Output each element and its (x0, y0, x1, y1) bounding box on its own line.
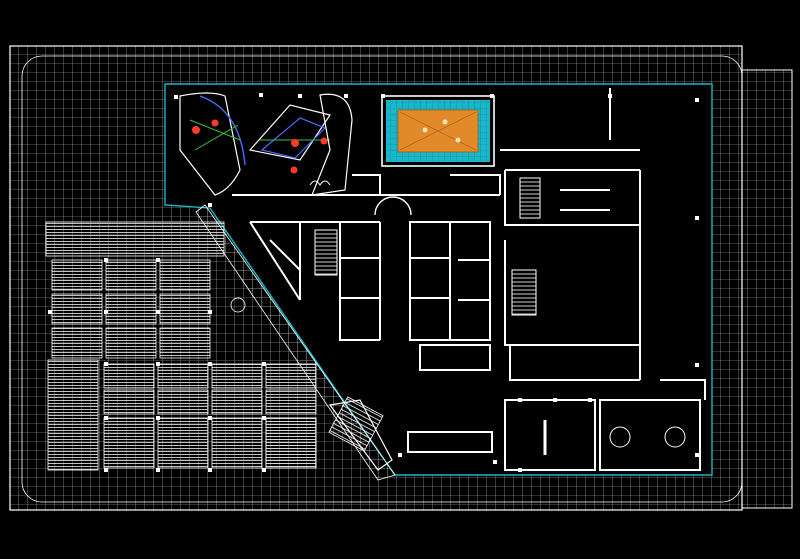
parking-bay (103, 417, 155, 469)
column (208, 362, 212, 366)
column (608, 94, 612, 98)
column (262, 416, 266, 420)
parking-bays (47, 259, 317, 471)
column (490, 94, 494, 98)
column (493, 460, 497, 464)
parking-bay (265, 363, 317, 389)
column (695, 216, 699, 220)
column (298, 94, 302, 98)
parking-bay (211, 389, 263, 415)
fixtures (230, 196, 686, 448)
column (156, 258, 160, 262)
recreation-area (179, 92, 353, 196)
parking-bay (157, 363, 209, 389)
parking-bay (103, 389, 155, 415)
column (381, 94, 385, 98)
column (208, 310, 212, 314)
parking-bay (157, 389, 209, 415)
column (695, 98, 699, 102)
column (208, 203, 212, 207)
column (48, 310, 52, 314)
column (104, 468, 108, 472)
column (156, 468, 160, 472)
parking-bay (47, 359, 99, 471)
parking-bay (157, 417, 209, 469)
column (208, 468, 212, 472)
parking-bay (51, 327, 103, 359)
column (262, 362, 266, 366)
parking-bay (103, 363, 155, 389)
parking-bay (211, 417, 263, 469)
parking-bay (51, 293, 103, 325)
column (695, 363, 699, 367)
column (518, 468, 522, 472)
parking-bay (51, 259, 103, 291)
column (553, 398, 557, 402)
column (344, 94, 348, 98)
parking-bay (159, 327, 211, 359)
column (262, 468, 266, 472)
parking-bay (159, 293, 211, 325)
parking-bay (105, 259, 157, 291)
parking-bay (265, 389, 317, 415)
column (104, 362, 108, 366)
column (104, 310, 108, 314)
column (518, 398, 522, 402)
column (104, 258, 108, 262)
parking-bay (211, 363, 263, 389)
column (156, 362, 160, 366)
pool-area (381, 95, 495, 167)
columns (48, 93, 699, 472)
stairs (314, 177, 541, 452)
column (588, 398, 592, 402)
parking-bay (105, 327, 157, 359)
parking-area (45, 221, 317, 471)
column (156, 416, 160, 420)
column (259, 93, 263, 97)
column (104, 416, 108, 420)
column (174, 95, 178, 99)
column (208, 416, 212, 420)
parking-bay (265, 417, 317, 469)
parking-bay (159, 259, 211, 291)
column (156, 310, 160, 314)
column (695, 453, 699, 457)
parking-bay (105, 293, 157, 325)
column (398, 453, 402, 457)
